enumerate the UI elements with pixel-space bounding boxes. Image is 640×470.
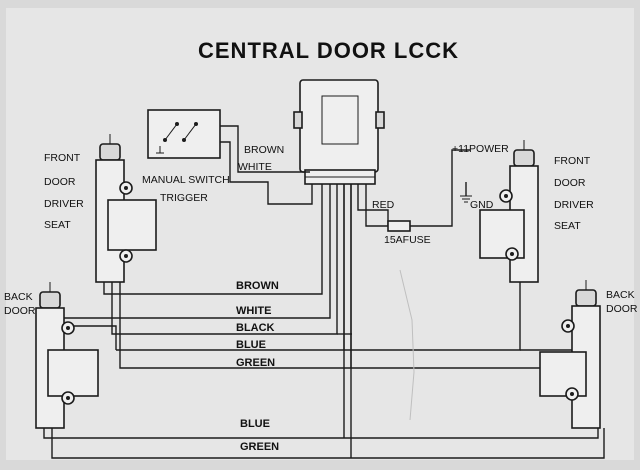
fuse-label: 15AFUSE (384, 234, 431, 246)
red-power-wire (365, 149, 470, 227)
switch-brown-wire (220, 125, 310, 173)
bus-harness (103, 184, 534, 458)
bus-label-blue: BLUE (236, 339, 266, 351)
manual-switch-label: MANUAL SWITCH (142, 174, 230, 186)
diagram-title: CENTRAL DOOR LCCK (198, 38, 459, 63)
switch-white-label: WHITE (238, 161, 272, 173)
ground-symbol (460, 195, 472, 203)
gnd-label: GND (470, 199, 494, 211)
switch-white-wire (220, 141, 313, 205)
front-left-label-1: FRONT (44, 152, 81, 164)
actuator-back-left (35, 282, 99, 429)
actuator-front-right (479, 140, 539, 283)
trigger-label: TRIGGER (160, 192, 208, 204)
bottom-blue-wire (43, 428, 599, 439)
front-right-label-3: DRIVER (554, 199, 594, 211)
bottom-label-green: GREEN (240, 441, 279, 453)
bus-label-white: WHITE (236, 305, 271, 317)
bottom-label-blue: BLUE (240, 418, 270, 430)
back-right-label-2: DOOR (606, 303, 638, 315)
front-left-label-2: DOOR (44, 176, 76, 188)
front-left-label-3: DRIVER (44, 198, 84, 210)
power-label: +11POWER (452, 143, 509, 155)
control-unit (293, 79, 385, 185)
back-left-label-2: DOOR (4, 305, 36, 317)
red-label: RED (372, 199, 395, 211)
front-right-label-2: DOOR (554, 177, 586, 189)
switch-brown-label: BROWN (244, 144, 284, 156)
bus-label-brown: BROWN (236, 280, 279, 292)
back-right-label-1: BACK (606, 289, 635, 301)
fuse-15a (387, 220, 411, 232)
actuator-back-right (539, 280, 601, 429)
front-right-label-4: SEAT (554, 220, 581, 232)
front-right-label-1: FRONT (554, 155, 591, 167)
manual-switch (147, 109, 221, 159)
front-left-label-4: SEAT (44, 219, 71, 231)
bus-label-green: GREEN (236, 357, 275, 369)
bus-label-black: BLACK (236, 322, 275, 334)
back-left-label-1: BACK (4, 291, 33, 303)
paper-crease (399, 269, 415, 421)
actuator-front-left (95, 134, 157, 283)
bottom-green-wire (51, 428, 605, 459)
